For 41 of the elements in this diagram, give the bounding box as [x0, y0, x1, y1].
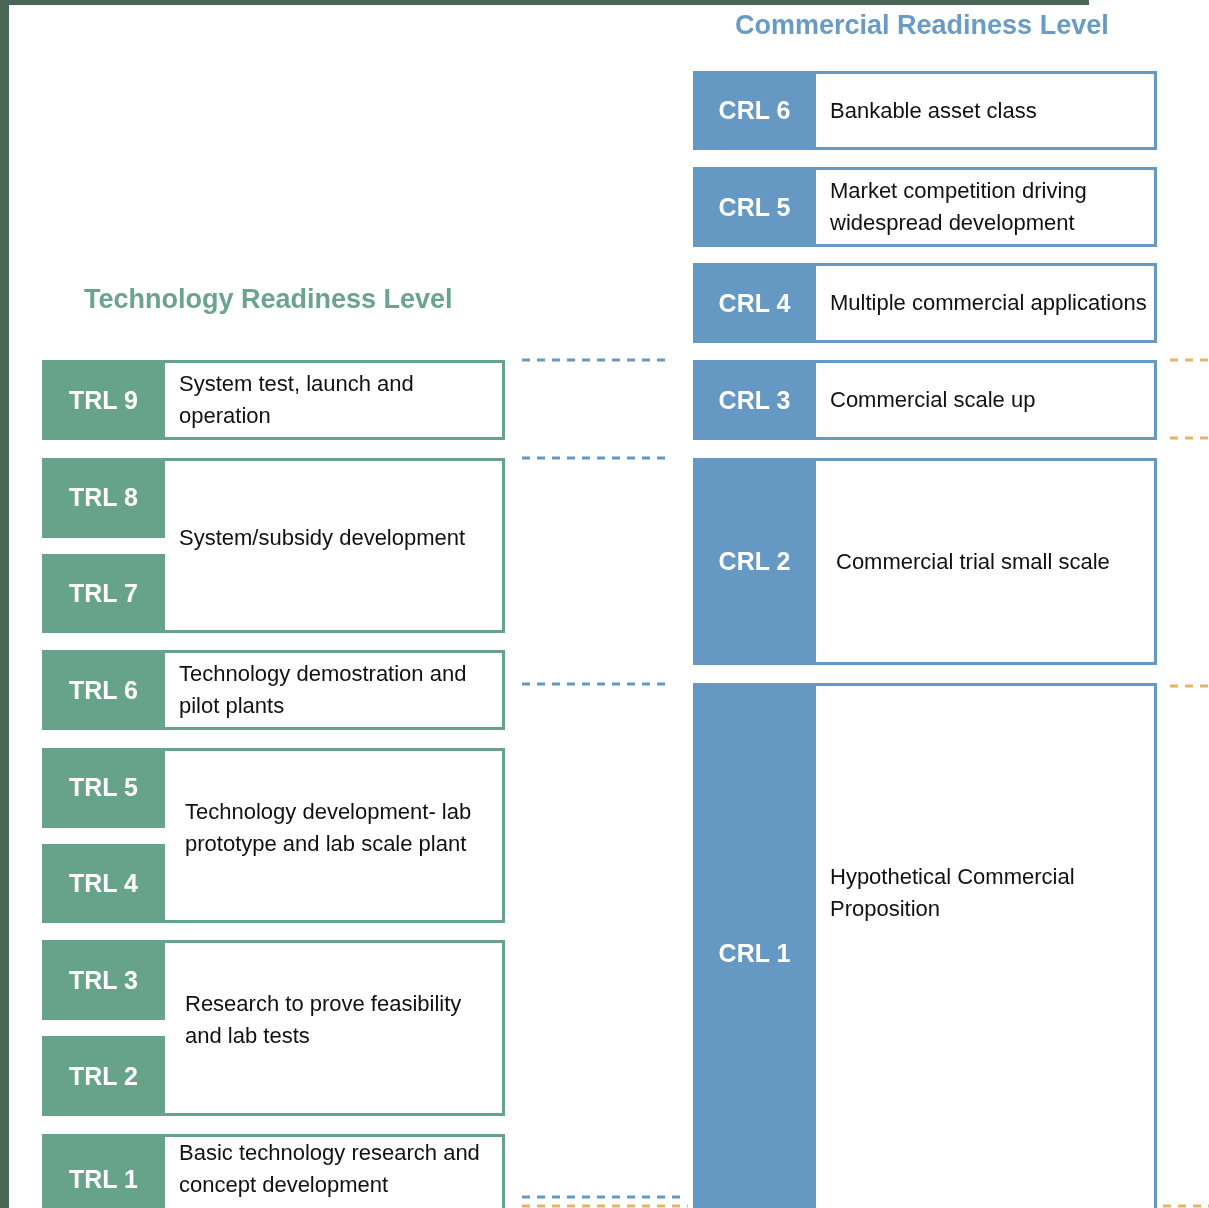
- level-tag: CRL 3: [693, 360, 816, 440]
- level-tag: TRL 4: [42, 843, 165, 923]
- level-tag: CRL 2: [693, 458, 816, 665]
- level-tag: TRL 5: [42, 748, 165, 828]
- level-tag: CRL 5: [693, 167, 816, 247]
- level-description: Commercial scale up: [830, 386, 1036, 415]
- level-tag: TRL 6: [42, 650, 165, 730]
- level-box: [693, 167, 1157, 247]
- column-heading: Technology Readiness Level: [84, 284, 453, 315]
- level-description: Multiple commercial applications: [830, 289, 1147, 318]
- column-heading: Commercial Readiness Level: [735, 10, 1109, 41]
- level-box: [693, 71, 1157, 150]
- level-description: Market competition driving widespread development: [830, 177, 1088, 237]
- level-box: [42, 748, 505, 923]
- level-tag: TRL 9: [42, 360, 165, 440]
- level-tag: TRL 3: [42, 940, 165, 1020]
- level-description: Research to prove feasibility and lab tests: [185, 990, 463, 1050]
- level-box: [42, 360, 505, 440]
- level-box: [693, 263, 1157, 343]
- level-description: System test, launch and operation: [179, 370, 415, 430]
- level-tag: CRL 6: [693, 71, 816, 150]
- level-box: [42, 650, 505, 730]
- level-box: [42, 940, 505, 1116]
- level-tag: TRL 7: [42, 553, 165, 633]
- level-box: [693, 360, 1157, 440]
- level-tag: TRL 1: [42, 1134, 165, 1208]
- level-box: [42, 458, 505, 633]
- level-description: System/subsidy development: [179, 523, 466, 552]
- level-tag: CRL 4: [693, 263, 816, 343]
- level-box: [42, 1134, 505, 1208]
- level-tag: TRL 2: [42, 1036, 165, 1116]
- level-description: Technology demostration and pilot plants: [179, 660, 468, 720]
- level-description: Commercial trial small scale: [836, 547, 1110, 576]
- level-box: [693, 458, 1157, 665]
- level-description: Hypothetical Commercial Proposition: [830, 863, 1076, 923]
- level-tag: CRL 1: [693, 683, 816, 1208]
- level-description: Technology development- lab prototype and lab scale plant: [185, 797, 473, 858]
- level-description: Basic technology research and concept development: [179, 1139, 481, 1199]
- level-description: Bankable asset class: [830, 96, 1037, 125]
- level-tag: TRL 8: [42, 458, 165, 538]
- level-box: [693, 683, 1157, 1208]
